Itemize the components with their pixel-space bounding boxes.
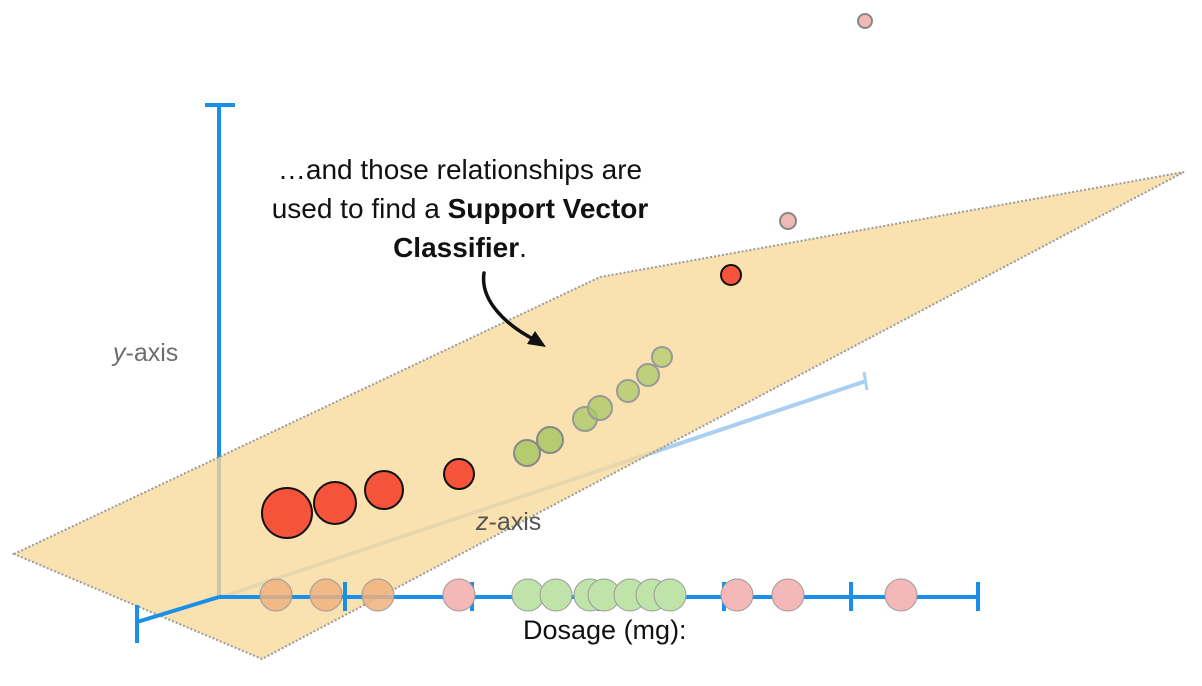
green-point: [651, 346, 673, 368]
y-axis-label-suffix: -axis: [125, 339, 179, 367]
y-axis-label: y-axis: [113, 339, 178, 368]
green-point: [513, 439, 541, 467]
dosage-point: [259, 578, 293, 612]
annotation-caption: …and those relationships are used to fin…: [235, 150, 685, 267]
caption-line2-prefix: used to find a: [271, 193, 448, 224]
dosage-axis-label: Dosage (mg):: [523, 615, 687, 645]
dosage-point: [771, 578, 805, 612]
red-point: [261, 487, 313, 539]
z-axis-label: z-axis: [476, 508, 541, 537]
z-axis-front: [135, 595, 220, 643]
dosage-points: [259, 578, 918, 612]
green-point: [536, 426, 564, 454]
z-axis-label-suffix: -axis: [488, 508, 542, 536]
red-point: [313, 481, 357, 525]
dosage-point: [309, 578, 343, 612]
caption-line2-bold: Support Vector: [447, 193, 649, 224]
dosage-point: [884, 578, 918, 612]
red-point: [364, 470, 404, 510]
y-axis-label-var: y: [113, 339, 126, 367]
green-point: [587, 395, 613, 421]
caption-line3-bold: Classifier: [393, 232, 520, 263]
green-point: [636, 363, 660, 387]
dosage-point: [720, 578, 754, 612]
faint-red-point: [779, 212, 797, 230]
dosage-point: [653, 578, 687, 612]
dosage-point: [511, 578, 545, 612]
faint-red-point: [857, 13, 873, 29]
dosage-point: [442, 578, 476, 612]
dosage-point: [539, 578, 573, 612]
caption-line1: …and those relationships are: [277, 154, 643, 185]
red-points-3d: [261, 13, 873, 539]
red-point: [443, 458, 475, 490]
annotation-arrow: [481, 271, 546, 347]
dosage-point: [361, 578, 395, 612]
red-point: [720, 264, 742, 286]
green-points-3d: [513, 346, 673, 467]
caption-line3-suffix: .: [519, 232, 527, 263]
z-axis-label-var: z: [476, 508, 489, 536]
green-point: [616, 379, 640, 403]
